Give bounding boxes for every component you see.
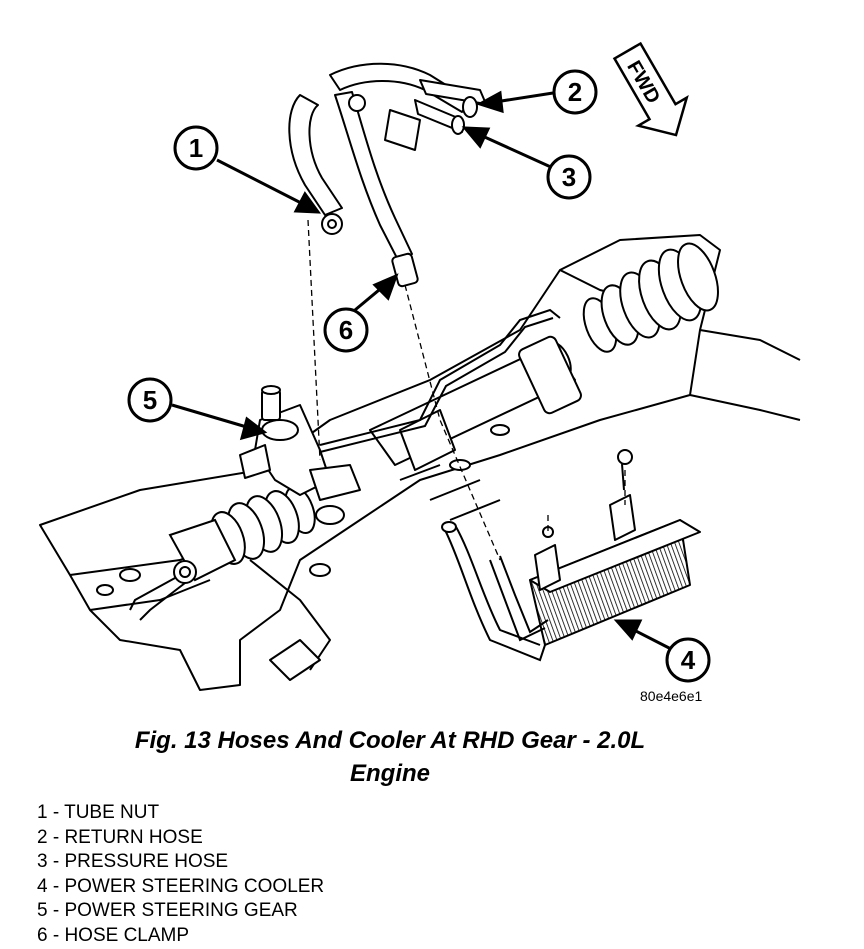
hoses-cooler-diagram: 1 2 3 4 5 6 FWD bbox=[39, 41, 801, 691]
legend-list: 1 - TUBE NUT 2 - RETURN HOSE 3 - PRESSUR… bbox=[37, 801, 324, 949]
legend-item: 3 - PRESSURE HOSE bbox=[37, 851, 229, 873]
callout-2: 2 bbox=[552, 69, 598, 115]
callout-5: 5 bbox=[127, 377, 173, 423]
callout-2-label: 2 bbox=[568, 77, 582, 107]
forward-direction-arrow: FWD bbox=[612, 41, 689, 137]
callout-1: 1 bbox=[173, 125, 219, 171]
power-steering-gear bbox=[239, 385, 361, 525]
cooler-tubes bbox=[441, 521, 549, 662]
legend-item: 5 - POWER STEERING GEAR bbox=[37, 900, 298, 922]
alignment-lines bbox=[307, 219, 626, 561]
caption-line-1: Fig. 13 Hoses And Cooler At RHD Gear - 2… bbox=[134, 727, 646, 754]
callout-3: 3 bbox=[546, 154, 592, 200]
callout-5-label: 5 bbox=[143, 385, 157, 415]
callout-1-label: 1 bbox=[189, 133, 203, 163]
callout-3-label: 3 bbox=[562, 162, 576, 192]
legend-item: 6 - HOSE CLAMP bbox=[37, 924, 190, 946]
legend-item: 1 - TUBE NUT bbox=[37, 802, 160, 823]
callout-4-label: 4 bbox=[681, 645, 696, 675]
rack-boot-left bbox=[210, 486, 316, 565]
leader-arrows bbox=[171, 90, 674, 652]
callout-6: 6 bbox=[323, 307, 369, 353]
transfer-tube bbox=[319, 308, 561, 453]
rack-boot-right bbox=[582, 242, 719, 353]
caption-line-2: Engine bbox=[349, 760, 430, 787]
steering-rack bbox=[369, 335, 582, 471]
tie-rod-end bbox=[129, 518, 237, 621]
callout-6-label: 6 bbox=[339, 315, 353, 345]
image-code: 80e4e6e1 bbox=[640, 688, 703, 704]
legend-item: 4 - POWER STEERING COOLER bbox=[37, 875, 325, 897]
figure-caption: Fig. 13 Hoses And Cooler At RHD Gear - 2… bbox=[60, 724, 720, 790]
upper-hoses bbox=[288, 62, 487, 288]
legend-item: 2 - RETURN HOSE bbox=[37, 826, 203, 848]
callout-4: 4 bbox=[665, 637, 711, 683]
power-steering-cooler bbox=[529, 449, 701, 646]
